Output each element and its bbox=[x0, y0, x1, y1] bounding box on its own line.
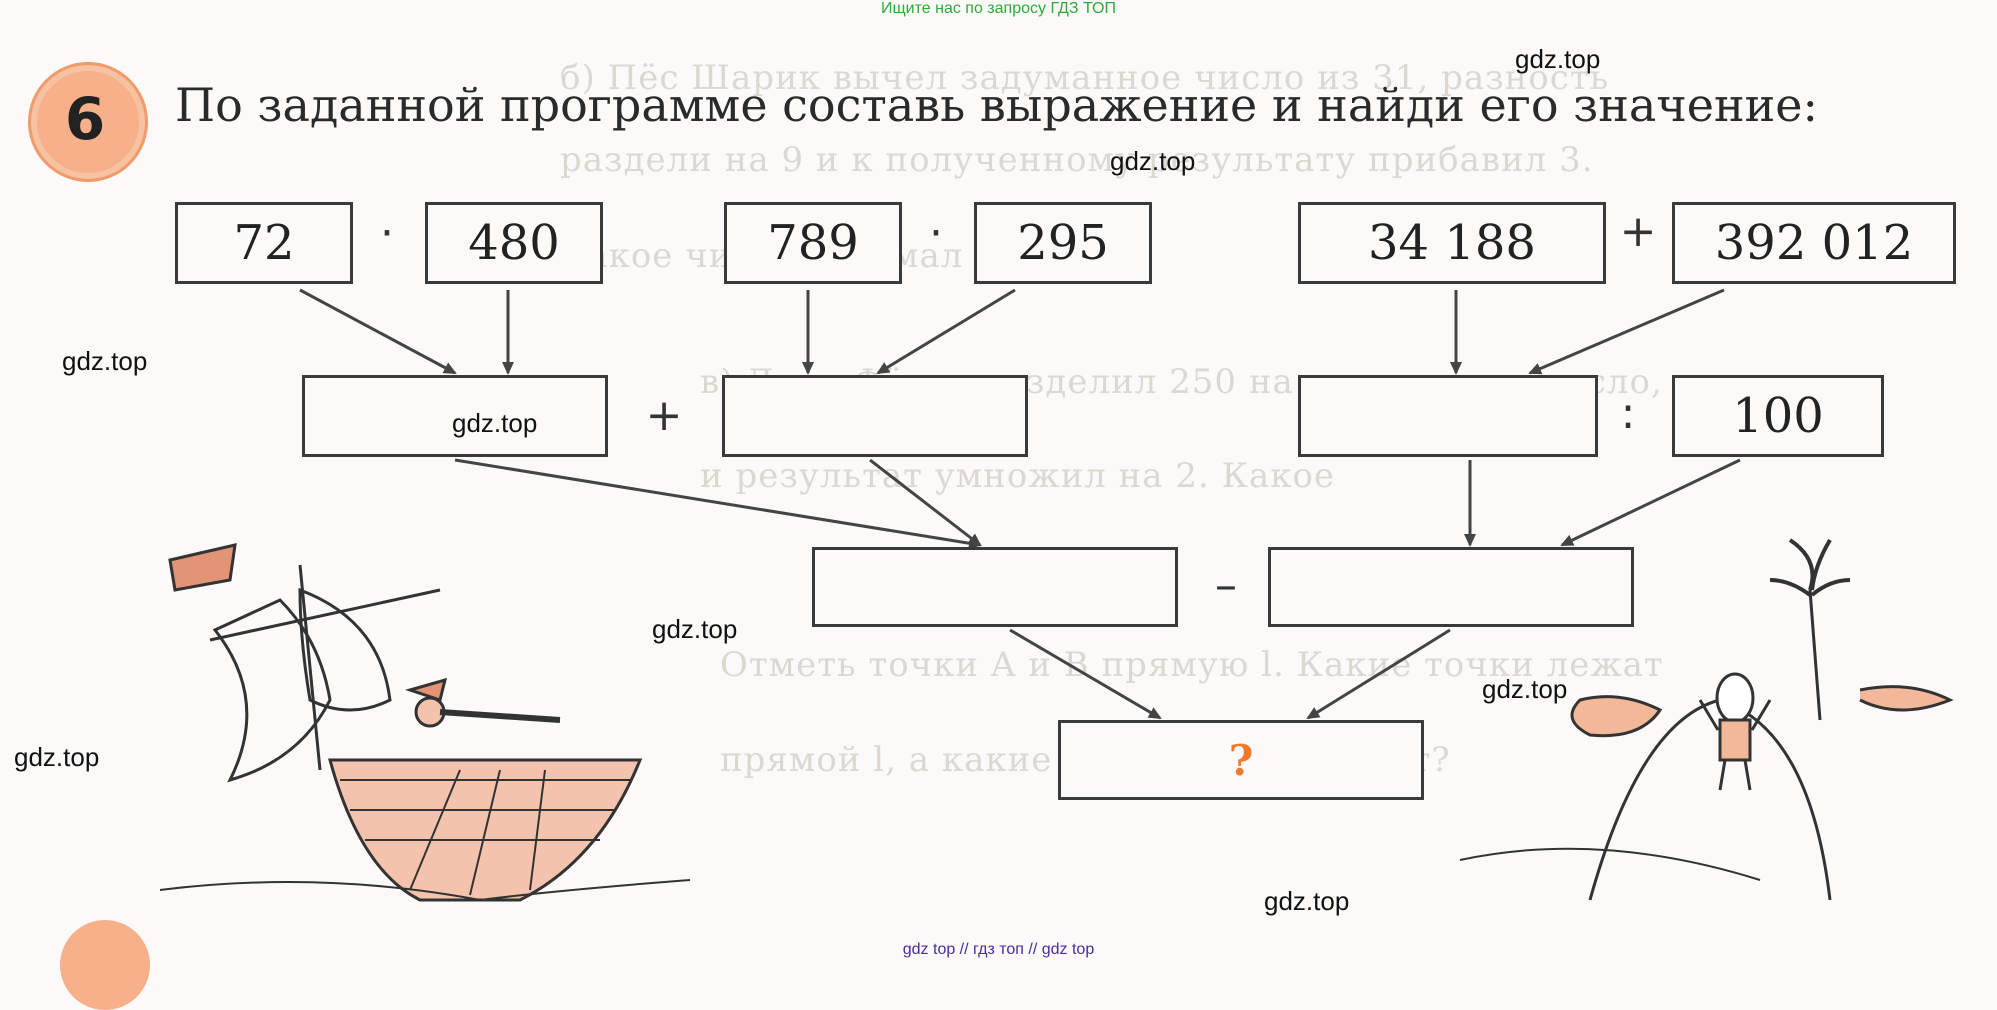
flow-arrows bbox=[159, 288, 1954, 902]
number-box-72: 72 bbox=[175, 202, 353, 284]
watermark: gdz.top bbox=[1482, 674, 1568, 704]
number-box-789: 789 bbox=[724, 202, 902, 284]
watermark: gdz.top bbox=[1264, 886, 1350, 916]
background-text: раздели на 9 и к полученному результату … bbox=[560, 140, 1594, 180]
watermark: gdz.top bbox=[452, 408, 538, 438]
empty-box-product-1[interactable] bbox=[302, 375, 608, 457]
arrow bbox=[876, 288, 1016, 375]
multiply-operator: · bbox=[380, 208, 394, 259]
divide-operator: : bbox=[1620, 388, 1636, 439]
empty-box-sum-products[interactable] bbox=[812, 547, 1178, 627]
next-task-badge bbox=[60, 920, 150, 1010]
task-title: По заданной программе составь выражение … bbox=[175, 78, 1819, 132]
number-box-392012: 392 012 bbox=[1672, 202, 1956, 284]
empty-box-sum[interactable] bbox=[1298, 375, 1598, 457]
island-illustration bbox=[1459, 538, 1954, 901]
watermark: gdz.top bbox=[1110, 146, 1196, 176]
ship-illustration bbox=[159, 543, 691, 902]
plus-operator: + bbox=[645, 390, 683, 441]
multiply-operator: · bbox=[929, 208, 943, 259]
arrow bbox=[299, 288, 457, 375]
task-number-badge bbox=[28, 62, 148, 182]
watermark: gdz.top bbox=[62, 346, 148, 376]
empty-box-quotient[interactable] bbox=[1268, 547, 1634, 627]
arrow bbox=[1009, 628, 1162, 720]
empty-box-product-2[interactable] bbox=[722, 375, 1028, 457]
number-box-480: 480 bbox=[425, 202, 603, 284]
number-box-100: 100 bbox=[1672, 375, 1884, 457]
background-text: Отметь точки A и B прямую l. Какие точки… bbox=[720, 645, 1664, 685]
arrow bbox=[1560, 458, 1741, 547]
arrow bbox=[869, 458, 982, 547]
minus-operator: – bbox=[1215, 560, 1237, 611]
footer-links[interactable]: gdz top // гдз топ // gdz top bbox=[902, 941, 1095, 958]
watermark: gdz.top bbox=[1515, 44, 1601, 74]
background-text: б) Пёс Шарик вычел задуманное число из 3… bbox=[560, 58, 1610, 98]
arrow bbox=[454, 458, 982, 550]
watermark: gdz.top bbox=[14, 742, 100, 772]
top-banner[interactable]: Ищите нас по запросу ГДЗ ТОП bbox=[881, 0, 1116, 17]
arrow bbox=[1306, 628, 1451, 720]
result-box[interactable]: ? bbox=[1058, 720, 1424, 800]
arrow bbox=[1528, 288, 1725, 375]
plus-operator: + bbox=[1619, 206, 1657, 257]
number-box-295: 295 bbox=[974, 202, 1152, 284]
task-number: 6 bbox=[64, 85, 106, 153]
number-box-34188: 34 188 bbox=[1298, 202, 1606, 284]
watermark: gdz.top bbox=[652, 614, 738, 644]
background-text: и результат умножил на 2. Какое bbox=[700, 456, 1336, 496]
